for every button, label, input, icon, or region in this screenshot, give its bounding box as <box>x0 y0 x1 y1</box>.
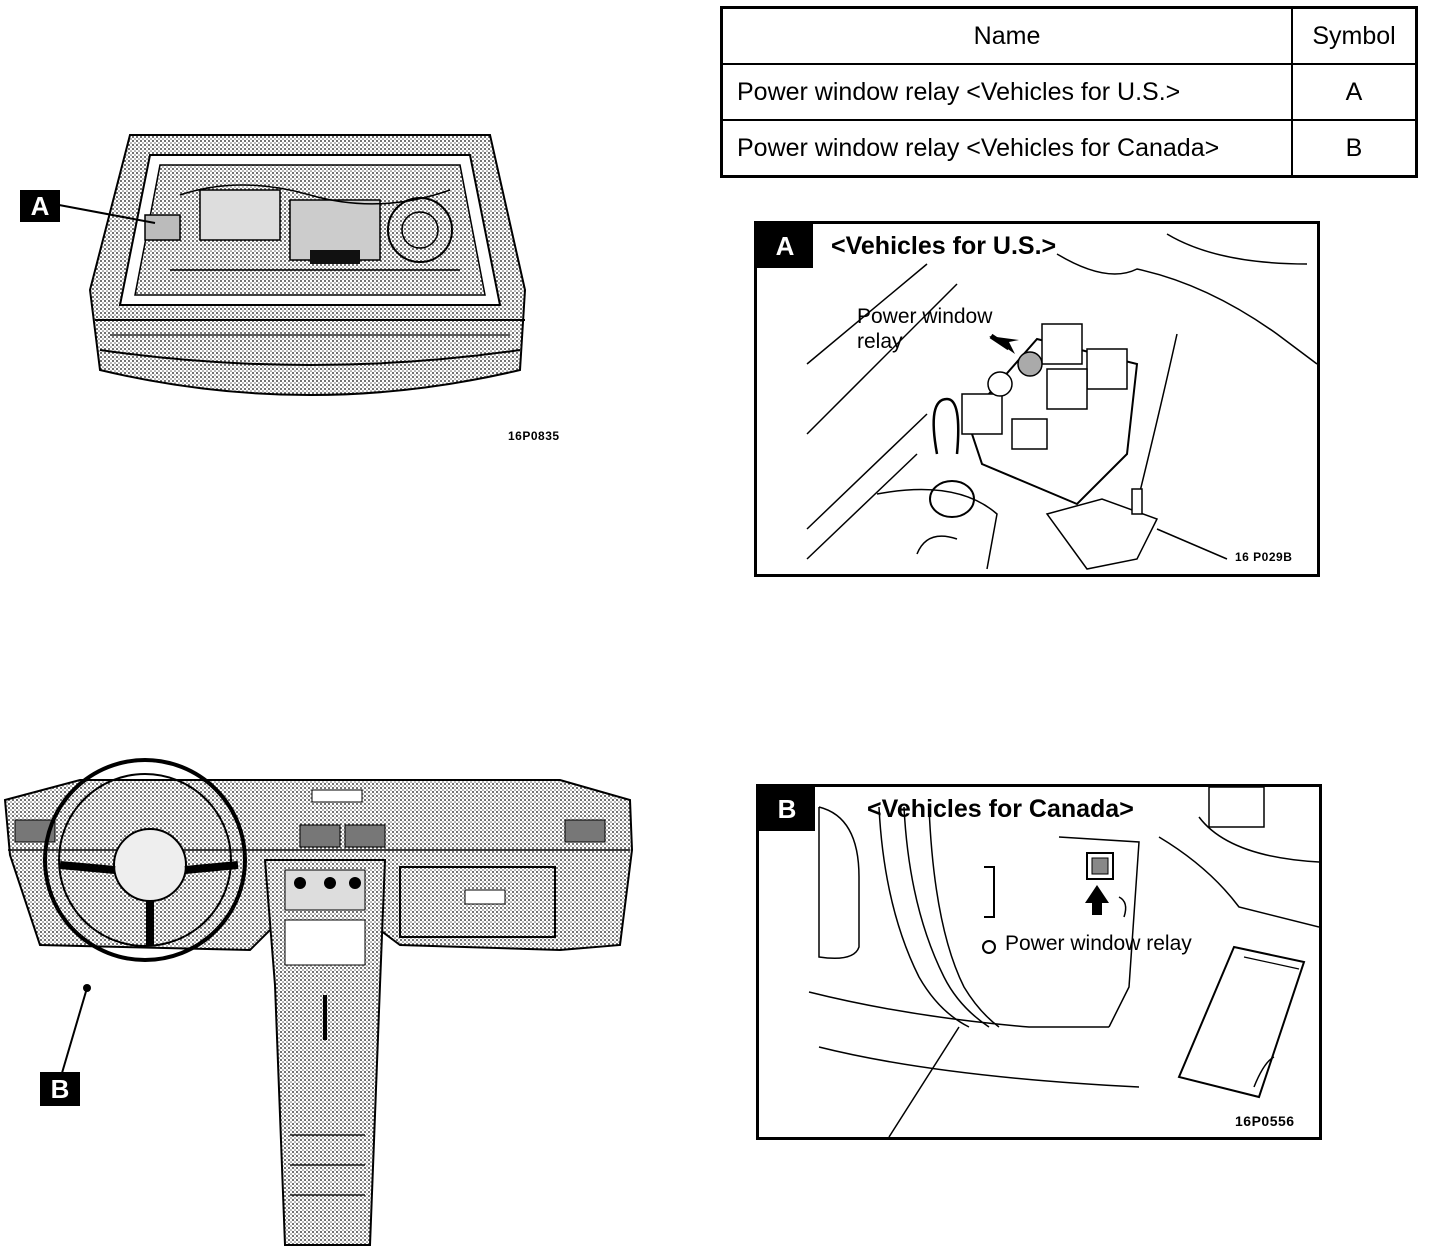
callout-tag-b: B <box>40 1072 80 1106</box>
legend-row: Power window relay <Vehicles for Canada>… <box>720 119 1418 178</box>
engine-bay-illustration <box>80 120 540 430</box>
panel-tag-a: A <box>757 224 813 268</box>
panel-title-a: <Vehicles for U.S.> <box>831 232 1057 260</box>
legend-table: Name Symbol Power window relay <Vehicles… <box>720 6 1418 178</box>
callout-tag-a: A <box>20 190 60 222</box>
legend-row-name: Power window relay <Vehicles for Canada> <box>720 119 1293 178</box>
detail-panel-a: A <Vehicles for U.S.> Power window relay… <box>754 221 1320 577</box>
legend-row-name: Power window relay <Vehicles for U.S.> <box>720 63 1293 121</box>
dashboard-illustration <box>0 755 640 1250</box>
kick-panel-drawing <box>808 787 1319 1137</box>
legend-row-symbol: B <box>1291 119 1418 178</box>
legend-row: Power window relay <Vehicles for U.S.> A <box>720 63 1418 121</box>
legend-header-symbol: Symbol <box>1291 6 1418 65</box>
relay-box-drawing <box>806 233 1317 570</box>
legend-header-name: Name <box>720 6 1293 65</box>
figure-code-a: 16 P029B <box>1235 550 1293 564</box>
panel-title-b: <Vehicles for Canada> <box>867 795 1134 823</box>
legend-header-row: Name Symbol <box>720 6 1418 65</box>
legend-row-symbol: A <box>1291 63 1418 121</box>
figure-code: 16P0835 <box>508 429 560 443</box>
leader-line-a <box>58 204 156 224</box>
figure-code-b: 16P0556 <box>1235 1113 1295 1129</box>
relay-label-b: Power window relay <box>1005 932 1192 955</box>
panel-tag-b: B <box>759 787 815 831</box>
detail-panel-b: B <Vehicles for Canada> Power window rel… <box>756 784 1322 1140</box>
relay-label-a: Power window relay <box>857 305 993 353</box>
